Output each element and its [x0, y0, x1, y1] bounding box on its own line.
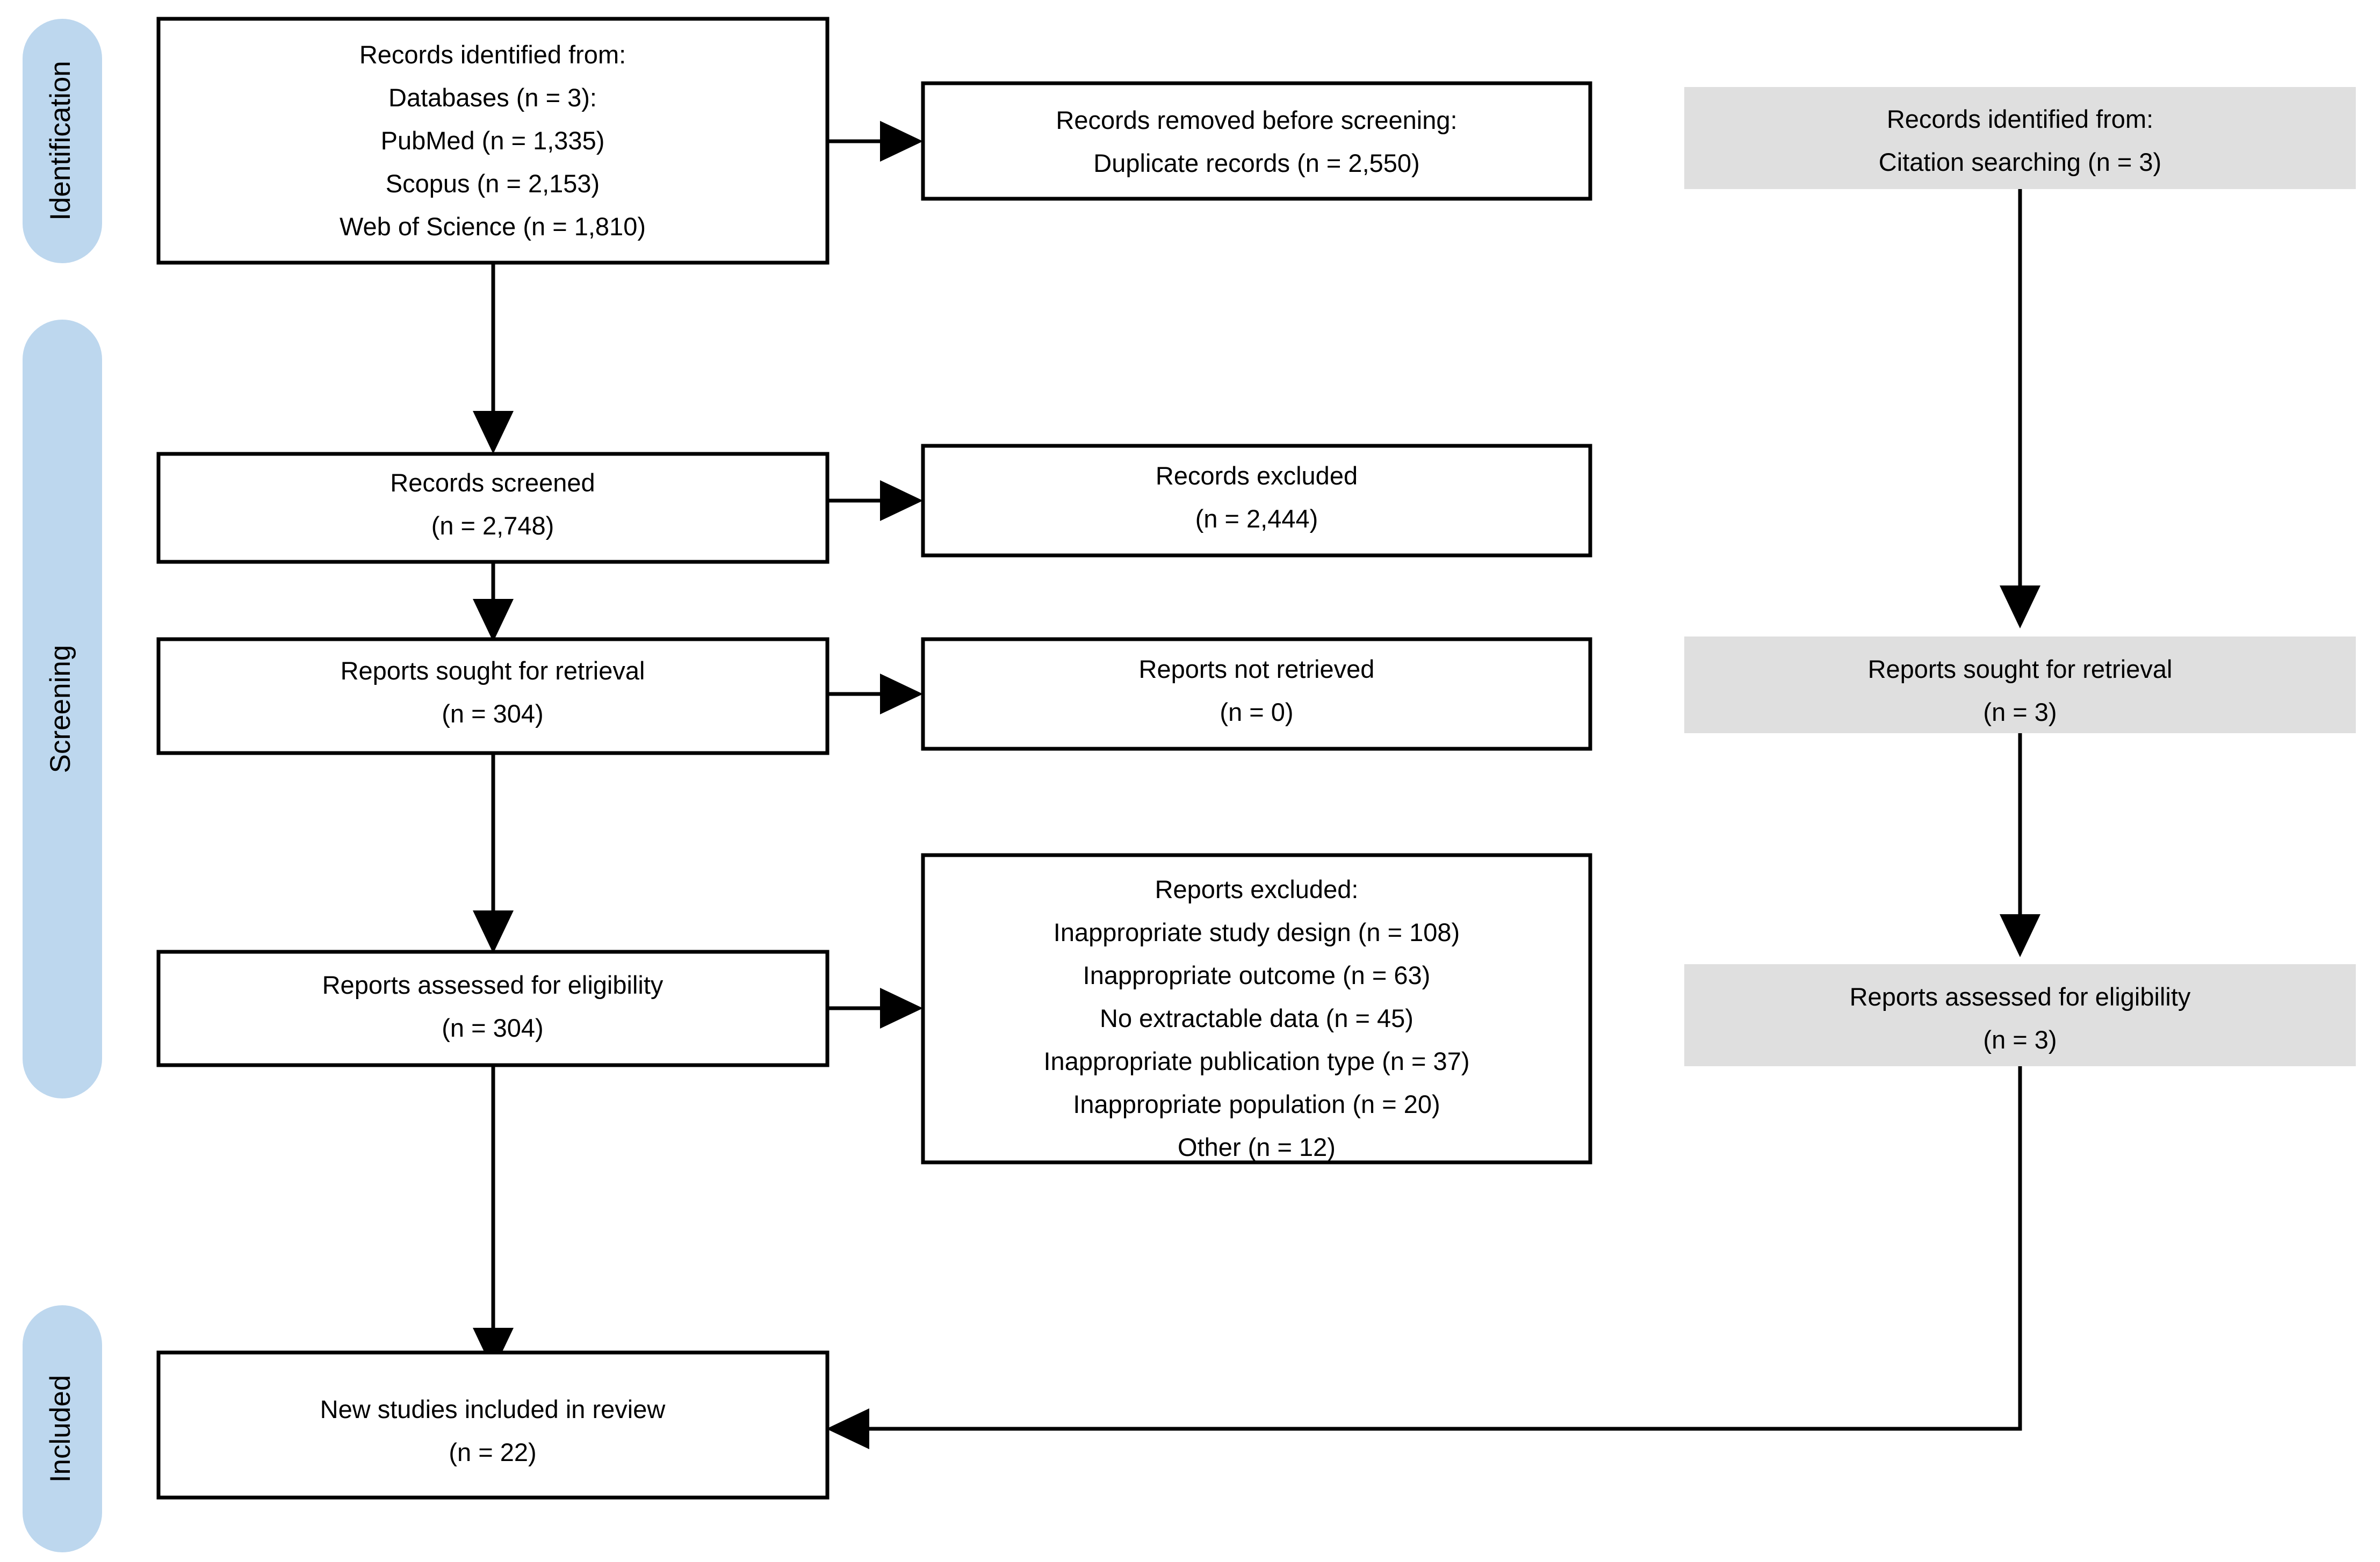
connector-screened-to-excluded — [827, 480, 923, 521]
box-reports-sought-line-1: Reports sought for retrieval — [341, 656, 645, 685]
box-records-removed-shape[interactable] — [921, 81, 1592, 201]
box-records-screened-line-2: (n = 2,748) — [431, 511, 554, 540]
box-citation-reports-sought-line-1: Reports sought for retrieval — [1868, 655, 2173, 683]
box-reports-not-retrieved[interactable]: Reports not retrieved (n = 0) — [921, 637, 1592, 751]
phase-pill-identification: Identification — [23, 19, 102, 263]
box-reports-assessed[interactable]: Reports assessed for eligibility (n = 30… — [156, 950, 830, 1067]
box-reports-excluded-line-5: Inappropriate publication type (n = 37) — [1044, 1047, 1470, 1075]
phase-pill-screening: Screening — [23, 320, 102, 1098]
box-reports-not-retrieved-shape[interactable] — [921, 637, 1592, 751]
box-records-excluded-shape[interactable] — [921, 444, 1592, 558]
box-reports-assessed-shape[interactable] — [156, 950, 830, 1067]
connector-screened-to-sought — [473, 562, 514, 642]
box-reports-excluded-line-3: Inappropriate outcome (n = 63) — [1083, 961, 1431, 989]
box-records-screened[interactable]: Records screened (n = 2,748) — [156, 452, 830, 564]
box-records-removed-line-1: Records removed before screening: — [1056, 106, 1457, 134]
phase-pill-screening-shape — [23, 320, 102, 1098]
box-records-excluded-line-2: (n = 2,444) — [1195, 504, 1318, 533]
box-citation-reports-assessed-line-1: Reports assessed for eligibility — [1850, 982, 2191, 1011]
box-citation-reports-sought[interactable]: Reports sought for retrieval (n = 3) — [1684, 637, 2356, 733]
box-citation-identified-line-2: Citation searching (n = 3) — [1879, 148, 2161, 176]
phase-pill-included-shape — [23, 1305, 102, 1552]
box-new-studies-included[interactable]: New studies included in review (n = 22) — [156, 1350, 830, 1500]
phase-label-screening: Screening — [45, 645, 76, 773]
box-reports-excluded-shape[interactable] — [921, 853, 1592, 1165]
box-records-screened-shape[interactable] — [156, 452, 830, 564]
box-reports-excluded-line-7: Other (n = 12) — [1178, 1133, 1336, 1161]
box-reports-assessed-line-1: Reports assessed for eligibility — [322, 971, 663, 999]
phase-label-identification: Identification — [45, 61, 76, 221]
box-records-identified-line-1: Records identified from: — [359, 40, 626, 69]
box-reports-assessed-line-2: (n = 304) — [442, 1014, 543, 1042]
box-citation-identified-line-1: Records identified from: — [1887, 105, 2153, 133]
box-reports-sought-shape[interactable] — [156, 637, 830, 755]
box-citation-reports-assessed-shape[interactable] — [1684, 964, 2356, 1066]
connector-citation-sought-to-assessed — [2000, 733, 2040, 957]
box-new-studies-included-line-1: New studies included in review — [320, 1395, 666, 1423]
box-citation-reports-assessed-line-2: (n = 3) — [1983, 1025, 2057, 1054]
box-citation-reports-assessed[interactable]: Reports assessed for eligibility (n = 3) — [1684, 964, 2356, 1066]
box-records-excluded[interactable]: Records excluded (n = 2,444) — [921, 444, 1592, 558]
box-reports-excluded[interactable]: Reports excluded: Inappropriate study de… — [921, 853, 1592, 1165]
box-records-identified-line-5: Web of Science (n = 1,810) — [340, 212, 646, 241]
box-reports-sought-line-2: (n = 304) — [442, 699, 543, 728]
box-records-identified-line-2: Databases (n = 3): — [388, 83, 597, 112]
box-reports-sought[interactable]: Reports sought for retrieval (n = 304) — [156, 637, 830, 755]
connector-sought-to-notretrieved — [827, 674, 923, 714]
connector-citation-identified-to-sought — [2000, 189, 2040, 628]
connector-sought-to-assessed — [473, 753, 514, 953]
box-new-studies-included-line-2: (n = 22) — [449, 1438, 536, 1466]
box-records-screened-line-1: Records screened — [390, 468, 595, 497]
connector-identified-to-screened — [473, 263, 514, 454]
connector-assessed-to-included — [473, 1065, 514, 1371]
connector-citation-assessed-to-included — [826, 1066, 2022, 1449]
box-records-removed-line-2: Duplicate records (n = 2,550) — [1093, 149, 1419, 177]
phase-pill-identification-shape — [23, 19, 102, 263]
box-citation-reports-sought-line-2: (n = 3) — [1983, 698, 2057, 726]
box-records-identified-shape[interactable] — [156, 17, 830, 265]
box-reports-not-retrieved-line-1: Reports not retrieved — [1139, 655, 1375, 683]
box-citation-identified-shape[interactable] — [1684, 87, 2356, 189]
box-reports-excluded-line-6: Inappropriate population (n = 20) — [1073, 1090, 1440, 1118]
box-records-identified-line-4: Scopus (n = 2,153) — [386, 169, 600, 198]
phase-label-included: Included — [45, 1375, 76, 1483]
box-records-identified-line-3: PubMed (n = 1,335) — [381, 126, 605, 155]
box-reports-excluded-line-2: Inappropriate study design (n = 108) — [1054, 918, 1460, 946]
box-records-removed[interactable]: Records removed before screening: Duplic… — [921, 81, 1592, 201]
connector-assessed-to-reportsexcluded — [827, 988, 923, 1029]
connector-identified-to-removed — [827, 121, 923, 162]
box-reports-excluded-line-1: Reports excluded: — [1155, 875, 1359, 903]
box-citation-identified[interactable]: Records identified from: Citation search… — [1684, 87, 2356, 189]
box-records-identified[interactable]: Records identified from: Databases (n = … — [156, 17, 830, 265]
box-citation-reports-sought-shape[interactable] — [1684, 637, 2356, 733]
box-new-studies-included-shape[interactable] — [156, 1350, 830, 1500]
box-records-excluded-line-1: Records excluded — [1156, 461, 1358, 490]
box-reports-not-retrieved-line-2: (n = 0) — [1220, 698, 1293, 726]
box-reports-excluded-line-4: No extractable data (n = 45) — [1100, 1004, 1413, 1032]
phase-pill-included: Included — [23, 1305, 102, 1552]
